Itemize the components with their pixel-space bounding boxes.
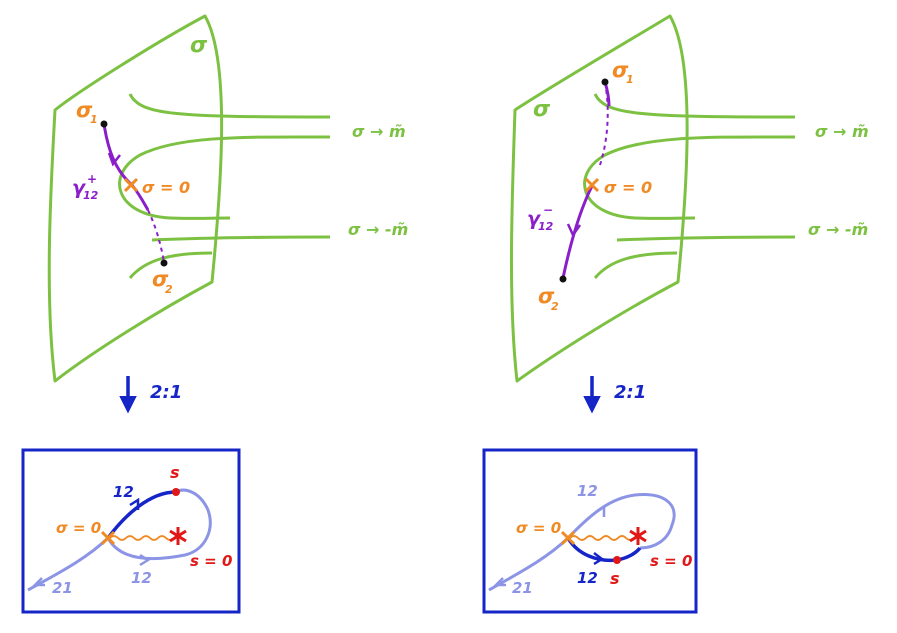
left-surface-outline	[47, 14, 224, 383]
left-box-s-zero-label: s = 0	[190, 552, 232, 570]
right-zero-label: σ = 0	[604, 178, 652, 197]
right-zero-cross	[584, 177, 600, 193]
left-box-sigma-zero-label: σ = 0	[56, 519, 101, 537]
right-sigma1-sub: 1	[626, 73, 634, 86]
left-sheet21-arrow	[31, 577, 45, 587]
right-sigma2-point	[559, 275, 567, 283]
right-lower-limit-label: σ → -m̃	[808, 220, 868, 239]
left-gamma-sup: +	[87, 172, 97, 186]
right-upper-strip-top	[593, 93, 796, 119]
left-gamma-path	[102, 123, 133, 187]
right-sheet21-arrow	[492, 577, 506, 587]
left-sigma-zero-cross	[100, 530, 116, 546]
left-sigma2-sub: 2	[165, 283, 173, 296]
left-sigma1-point	[100, 120, 108, 128]
left-gamma-arrow	[107, 152, 121, 167]
right-box-sigma-zero-label: σ = 0	[516, 519, 561, 537]
right-box-s-zero-label: s = 0	[650, 552, 692, 570]
left-upper-strip-top	[128, 93, 331, 119]
right-lower-strip-top	[616, 235, 796, 242]
left-box-s-label: s	[170, 463, 180, 482]
right-sigma2-sub: 2	[551, 300, 559, 313]
right-sigma-label: σ	[533, 97, 551, 122]
right-gamma-label: γ	[527, 208, 542, 230]
right-sheet12-dark-path	[566, 537, 642, 563]
right-sigma1-label: σ	[612, 58, 629, 82]
left-sheet12-lower-arrow	[139, 553, 151, 567]
right-gamma-arrow	[566, 223, 582, 238]
left-box-12-top-label: 12	[113, 483, 134, 501]
right-box-s-label: s	[610, 569, 620, 588]
left-sheet12-lower-path	[106, 488, 212, 561]
left-sigma-label: σ	[190, 33, 208, 58]
right-upper-strip-bottom	[583, 135, 796, 220]
left-map-label: 2:1	[150, 382, 182, 403]
left-lower-limit-label: σ → -m̃	[348, 220, 408, 239]
left-sigma2-label: σ	[152, 267, 169, 291]
right-s-point	[613, 556, 621, 564]
right-box-12-top-label: 12	[577, 482, 598, 500]
right-surface-outline	[509, 14, 689, 383]
right-map-label: 2:1	[614, 382, 646, 403]
right-gamma-sub: 12	[538, 220, 554, 233]
left-sigma1-sub: 1	[90, 113, 98, 126]
left-s-zero-star	[169, 527, 187, 545]
left-zero-label: σ = 0	[142, 178, 190, 197]
left-base-box	[21, 448, 241, 614]
left-gamma-sub: 12	[83, 189, 99, 202]
right-box-12-bottom-label: 12	[577, 569, 598, 587]
right-sheet12-upper-arrow	[595, 504, 606, 517]
right-box-21-label: 21	[512, 579, 533, 597]
right-sigma1-point	[601, 78, 609, 86]
left-gamma-dashed	[147, 209, 165, 263]
right-base-box	[482, 448, 698, 614]
right-panel: σ σ 1 γ 12 − σ = 0 σ 2 σ → m̃ σ → -m̃ 2:…	[482, 14, 869, 614]
left-lower-strip-top	[151, 235, 331, 242]
left-gamma-label: γ	[72, 177, 87, 199]
right-sigma-zero-cross	[560, 530, 576, 546]
right-s-zero-star	[629, 527, 647, 545]
left-lower-strip-bottom	[128, 251, 213, 279]
left-box-21-label: 21	[52, 579, 73, 597]
left-sigma2-point	[160, 259, 168, 267]
left-sigma1-label: σ	[76, 98, 93, 122]
left-sheet12-dark-arrow	[129, 497, 140, 510]
left-s-point	[172, 488, 180, 496]
right-gamma-path	[561, 185, 594, 279]
left-panel: σ σ 1 γ 12 + σ = 0 σ 2 σ → m̃ σ → -m̃ 2:…	[21, 14, 408, 614]
left-upper-limit-label: σ → m̃	[352, 122, 406, 141]
right-upper-limit-label: σ → m̃	[815, 122, 869, 141]
left-zero-cross	[123, 177, 139, 193]
right-sigma2-label: σ	[538, 284, 555, 308]
right-gamma-sup: −	[543, 203, 553, 217]
right-sheet12-dark-arrow	[593, 552, 605, 566]
right-gamma-top	[603, 81, 611, 107]
right-lower-strip-bottom	[593, 251, 678, 279]
left-box-12-bottom-label: 12	[131, 569, 152, 587]
